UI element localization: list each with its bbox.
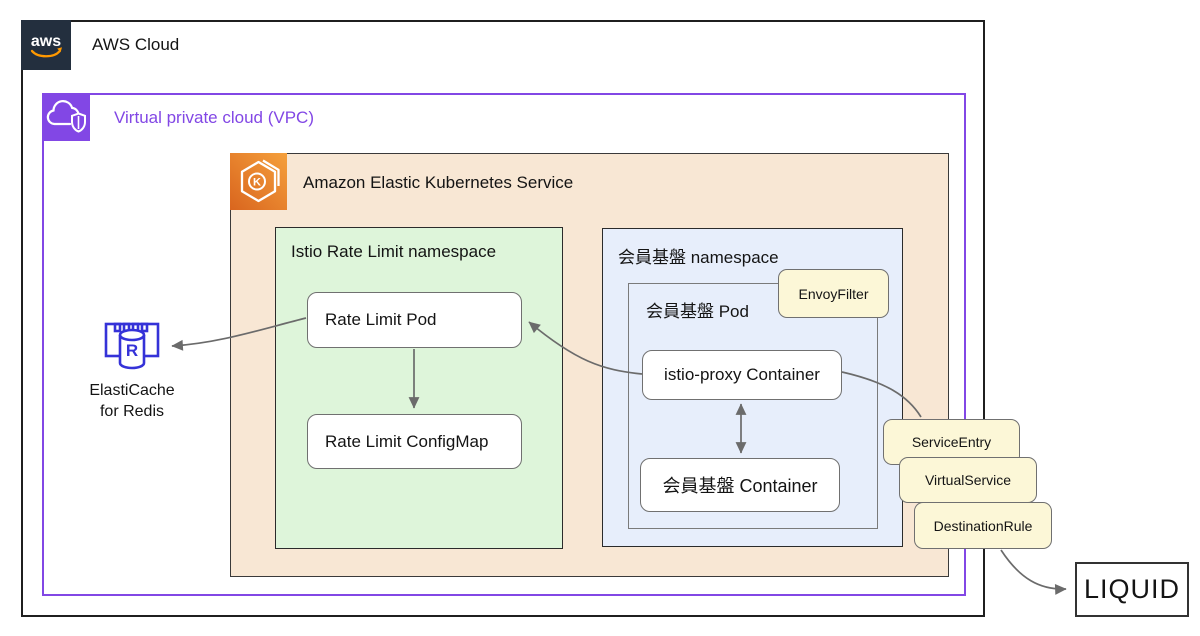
elasticache-label-line2: for Redis bbox=[99, 403, 165, 420]
rate-limit-namespace-label: Istio Rate Limit namespace bbox=[291, 242, 497, 261]
elasticache-label-line1: ElastiCache bbox=[89, 382, 175, 399]
elasticache-label: ElastiCache for Redis bbox=[62, 380, 202, 422]
member-pod-label: 会員基盤 Pod bbox=[646, 302, 749, 321]
elasticache-redis-icon: R bbox=[100, 316, 164, 374]
aws-logo-icon: aws bbox=[21, 20, 71, 70]
destinationrule-badge: DestinationRule bbox=[914, 502, 1052, 549]
vpc-group bbox=[42, 93, 966, 596]
svg-text:R: R bbox=[126, 341, 138, 360]
member-container-node: 会員基盤 Container bbox=[640, 458, 840, 512]
svg-text:K: K bbox=[253, 177, 261, 189]
vpc-label: Virtual private cloud (VPC) bbox=[114, 108, 314, 127]
svg-text:aws: aws bbox=[31, 33, 61, 50]
aws-cloud-label: AWS Cloud bbox=[92, 35, 180, 54]
rate-limit-pod-node: Rate Limit Pod bbox=[307, 292, 522, 348]
eks-icon: K bbox=[230, 153, 287, 210]
aws-cloud-group bbox=[21, 20, 985, 617]
virtualservice-badge: VirtualService bbox=[899, 457, 1037, 503]
istio-proxy-node: istio-proxy Container bbox=[642, 350, 842, 400]
arrow-destinationrule-to-liquid bbox=[1000, 549, 1067, 595]
envoyfilter-badge: EnvoyFilter bbox=[778, 269, 889, 318]
member-namespace-label: 会員基盤 namespace bbox=[618, 248, 779, 267]
eks-label: Amazon Elastic Kubernetes Service bbox=[303, 173, 574, 192]
rate-limit-namespace bbox=[275, 227, 563, 549]
rate-limit-configmap-node: Rate Limit ConfigMap bbox=[307, 414, 522, 469]
vpc-icon bbox=[42, 93, 90, 141]
liquid-node: LIQUID bbox=[1075, 562, 1189, 617]
